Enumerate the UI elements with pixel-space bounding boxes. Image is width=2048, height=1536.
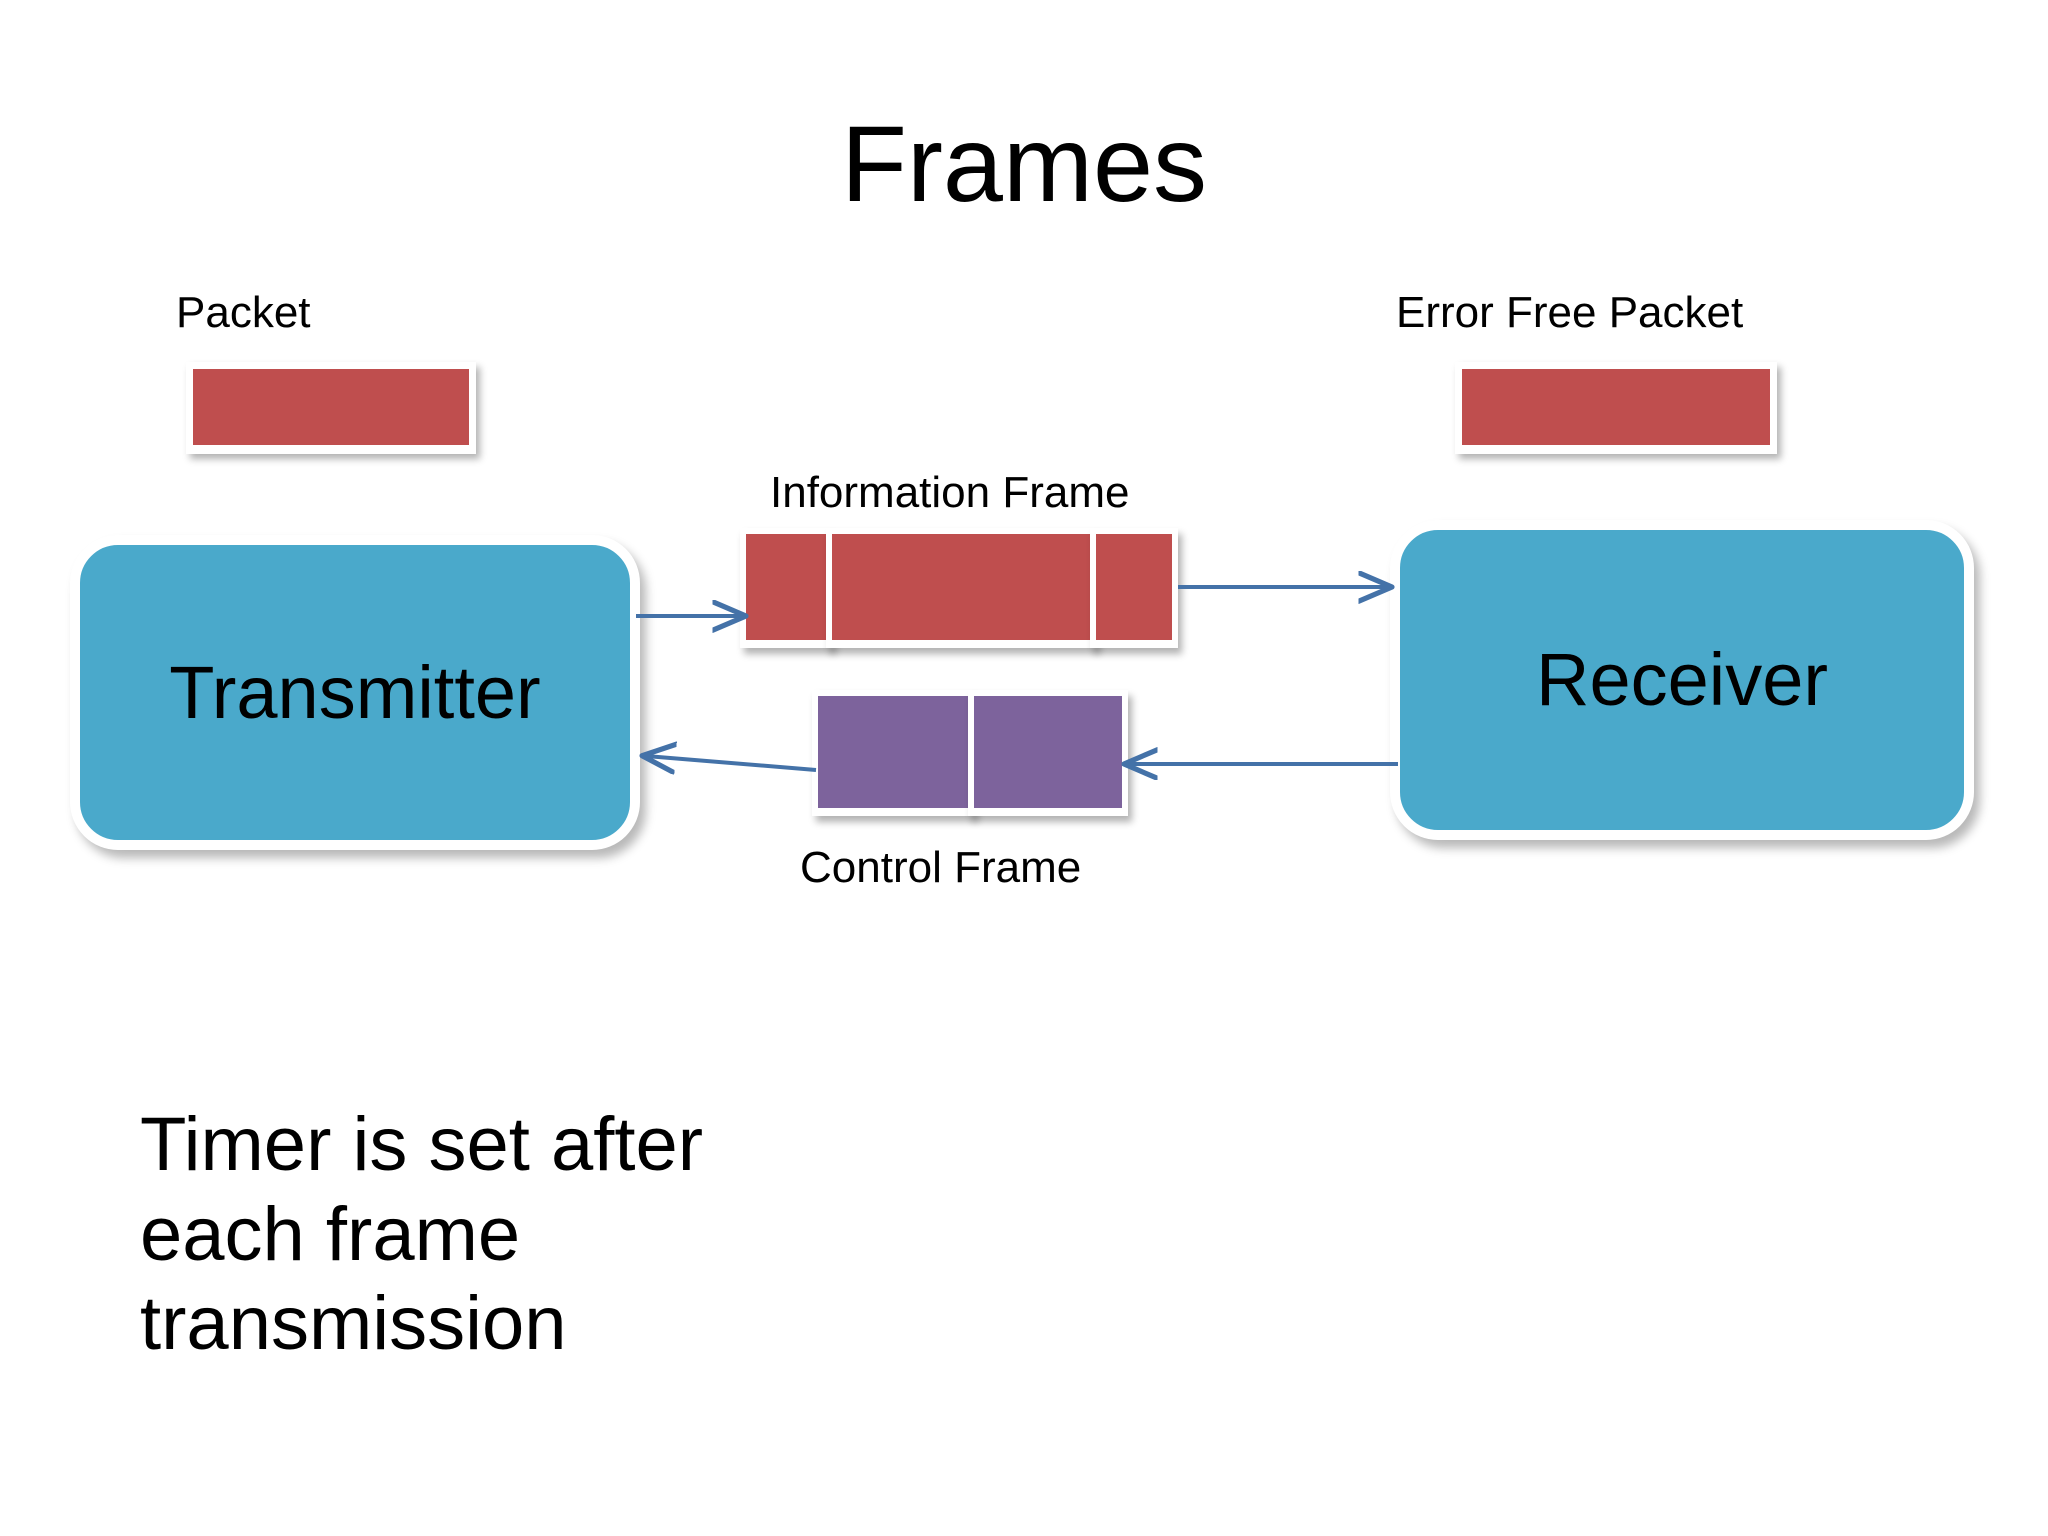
information-frame-segment-header bbox=[740, 528, 832, 648]
control-frame-segment-body-fill bbox=[974, 696, 1122, 808]
arrow-transmitter-to-information-frame bbox=[636, 590, 756, 640]
transmitter-node[interactable]: Transmitter bbox=[70, 535, 640, 850]
error-free-packet-block-fill bbox=[1462, 369, 1770, 445]
transmitter-label: Transmitter bbox=[169, 650, 541, 734]
timer-note-line-2: each frame bbox=[140, 1191, 521, 1277]
packet-block bbox=[186, 362, 476, 454]
error-free-packet-label: Error Free Packet bbox=[1396, 288, 1744, 337]
information-frame-segment-trailer bbox=[1090, 528, 1178, 648]
receiver-label: Receiver bbox=[1536, 638, 1828, 721]
control-frame-label: Control Frame bbox=[800, 843, 1082, 892]
timer-note: Timer is set after each frame transmissi… bbox=[140, 1100, 960, 1369]
error-free-packet-block bbox=[1455, 362, 1777, 454]
control-frame-segment-header-fill bbox=[818, 696, 968, 808]
control-frame-segment-body bbox=[968, 690, 1128, 816]
information-frame-segment-trailer-fill bbox=[1096, 534, 1172, 640]
packet-label: Packet bbox=[176, 288, 311, 337]
arrow-receiver-to-control-frame bbox=[1116, 740, 1398, 792]
information-frame-segment-payload bbox=[826, 528, 1096, 648]
information-frame-segment-header-fill bbox=[746, 534, 826, 640]
information-frame-label: Information Frame bbox=[770, 468, 1130, 517]
receiver-node[interactable]: Receiver bbox=[1390, 520, 1974, 840]
packet-block-fill bbox=[193, 369, 469, 445]
arrow-control-frame-to-transmitter bbox=[634, 736, 817, 788]
control-frame-segment-header bbox=[812, 690, 974, 816]
information-frame-segment-payload-fill bbox=[832, 534, 1090, 640]
page-title: Frames bbox=[840, 103, 1208, 224]
timer-note-line-1: Timer is set after bbox=[140, 1102, 704, 1187]
arrow-information-frame-to-receiver bbox=[1178, 562, 1403, 612]
timer-note-line-3: transmission bbox=[140, 1281, 567, 1367]
